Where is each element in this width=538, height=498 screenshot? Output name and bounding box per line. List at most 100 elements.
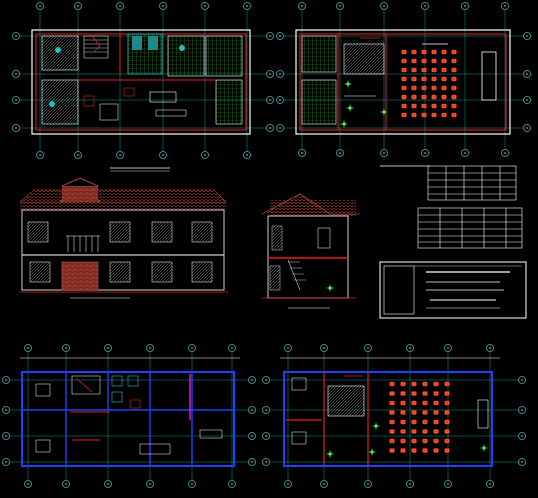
chair bbox=[431, 103, 437, 109]
chair bbox=[421, 94, 427, 100]
chair bbox=[411, 400, 417, 406]
chair bbox=[433, 400, 439, 406]
chair bbox=[400, 438, 406, 444]
chair bbox=[431, 76, 437, 82]
chair bbox=[389, 448, 395, 453]
chair bbox=[441, 67, 447, 73]
chair bbox=[421, 112, 427, 118]
grid-bubbles-bottom bbox=[36, 151, 251, 159]
chair bbox=[451, 94, 457, 100]
chair bbox=[401, 103, 407, 109]
chair bbox=[441, 58, 447, 64]
grid-bubbles-top bbox=[36, 2, 251, 10]
chair bbox=[389, 419, 395, 425]
chair bbox=[444, 400, 450, 406]
chair bbox=[433, 419, 439, 425]
chair bbox=[411, 438, 417, 444]
stair-landing bbox=[343, 43, 385, 75]
chair bbox=[444, 410, 450, 415]
chair bbox=[451, 85, 457, 91]
chair bbox=[411, 103, 417, 109]
chair bbox=[389, 391, 395, 396]
chair bbox=[422, 410, 428, 415]
chair bbox=[451, 49, 457, 55]
exterior-walls bbox=[21, 371, 235, 467]
chair bbox=[400, 410, 406, 415]
chair bbox=[401, 94, 407, 100]
chair bbox=[433, 381, 439, 387]
chair bbox=[401, 76, 407, 82]
chair bbox=[401, 58, 407, 64]
chair bbox=[422, 400, 428, 406]
chair bbox=[441, 112, 447, 118]
front-elevation bbox=[19, 177, 228, 299]
chair bbox=[411, 381, 417, 387]
chair bbox=[411, 419, 417, 425]
chair bbox=[441, 103, 447, 109]
top-right-floor-plan bbox=[276, 2, 531, 167]
chair bbox=[444, 438, 450, 444]
chair bbox=[400, 448, 406, 453]
chair bbox=[401, 85, 407, 91]
chair bbox=[411, 112, 417, 118]
top-left-floor-plan bbox=[12, 2, 274, 172]
chair bbox=[411, 410, 417, 415]
chair bbox=[411, 85, 417, 91]
chair bbox=[421, 76, 427, 82]
chair bbox=[433, 429, 439, 434]
chair bbox=[422, 381, 428, 387]
chair bbox=[451, 112, 457, 118]
auditorium-seating bbox=[389, 381, 450, 453]
chair bbox=[444, 448, 450, 453]
chair bbox=[441, 94, 447, 100]
chair bbox=[411, 49, 417, 55]
chair bbox=[451, 58, 457, 64]
chair bbox=[400, 381, 406, 387]
chair bbox=[411, 391, 417, 396]
stair bbox=[83, 35, 109, 59]
chair bbox=[421, 85, 427, 91]
chair bbox=[431, 49, 437, 55]
chair bbox=[441, 49, 447, 55]
chair bbox=[444, 429, 450, 434]
chair bbox=[451, 76, 457, 82]
title-block bbox=[379, 261, 527, 319]
chair bbox=[411, 448, 417, 453]
chair bbox=[422, 448, 428, 453]
chair bbox=[422, 438, 428, 444]
chair bbox=[400, 419, 406, 425]
chair bbox=[401, 67, 407, 73]
chair bbox=[411, 67, 417, 73]
schedule-table-1 bbox=[427, 165, 517, 201]
chair bbox=[389, 438, 395, 444]
chair bbox=[400, 400, 406, 406]
chair bbox=[411, 429, 417, 434]
chair bbox=[433, 391, 439, 396]
chair bbox=[433, 438, 439, 444]
bottom-right-floor-plan bbox=[262, 344, 526, 488]
chair bbox=[422, 429, 428, 434]
chair bbox=[411, 58, 417, 64]
chair bbox=[444, 391, 450, 396]
schedule-table-2 bbox=[417, 207, 523, 249]
auditorium-seating bbox=[401, 49, 457, 118]
bottom-left-floor-plan bbox=[2, 344, 256, 488]
chair bbox=[451, 103, 457, 109]
chair bbox=[431, 67, 437, 73]
chair bbox=[422, 419, 428, 425]
chair bbox=[421, 67, 427, 73]
chair bbox=[433, 410, 439, 415]
chair bbox=[421, 49, 427, 55]
chair bbox=[421, 103, 427, 109]
building-outline bbox=[31, 29, 251, 135]
building-section bbox=[261, 193, 360, 309]
chair bbox=[389, 429, 395, 434]
chair bbox=[441, 76, 447, 82]
chair bbox=[433, 448, 439, 453]
chair bbox=[431, 58, 437, 64]
chair bbox=[401, 112, 407, 118]
chair bbox=[421, 58, 427, 64]
chair bbox=[389, 381, 395, 387]
chair bbox=[431, 112, 437, 118]
